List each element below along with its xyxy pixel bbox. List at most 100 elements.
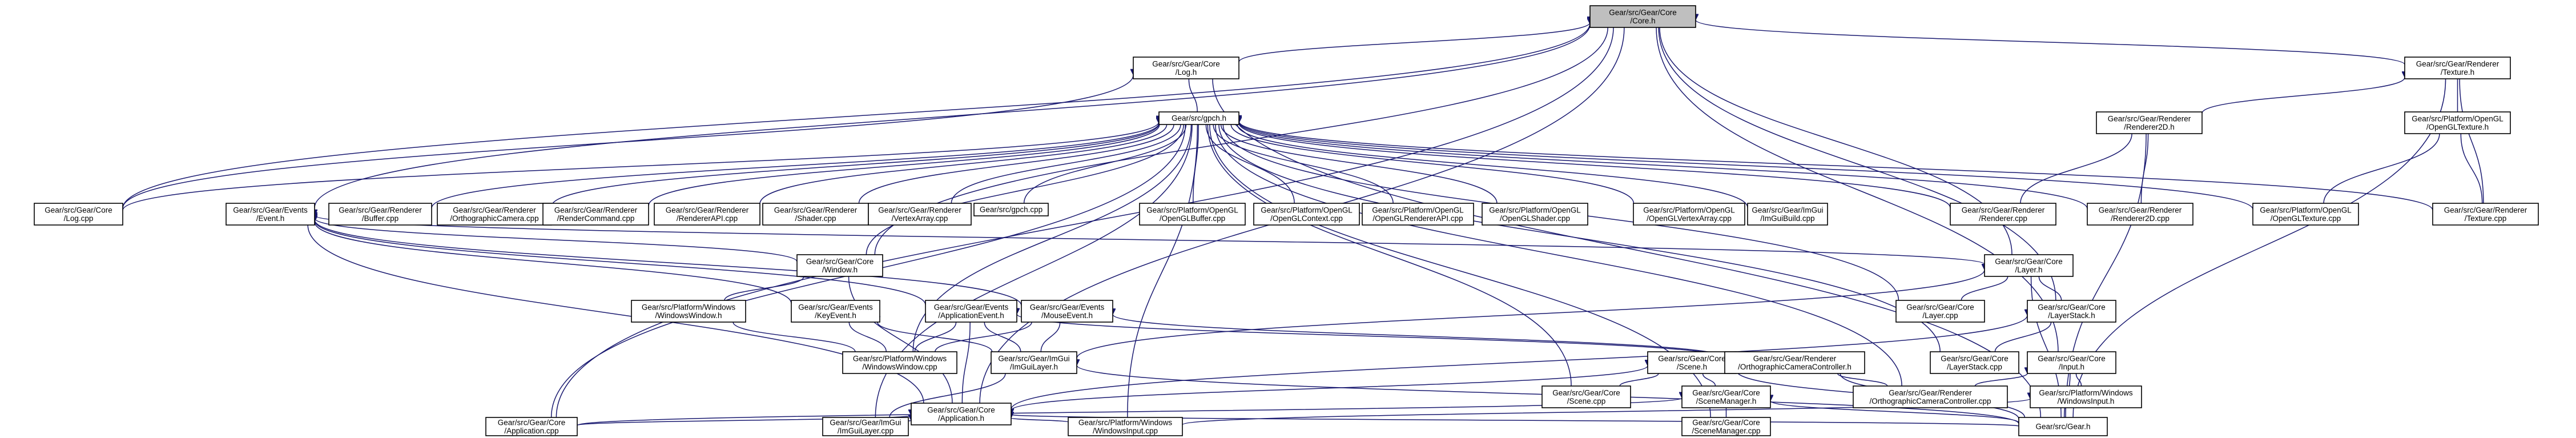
- node-box-window_h[interactable]: [796, 254, 883, 277]
- node-orthocamctrl_h[interactable]: Gear/src/Gear/Renderer/OrthographicCamer…: [1724, 351, 1865, 374]
- node-mouseevent_h[interactable]: Gear/src/Gear/Events/MouseEvent.h: [1021, 300, 1113, 323]
- edge-log_h-to-gpch: [1189, 79, 1198, 112]
- node-imguibuild_cpp[interactable]: Gear/src/Gear/ImGui/ImGuiBuild.cpp: [1747, 203, 1828, 226]
- node-renderer2d_h[interactable]: Gear/src/Gear/Renderer/Renderer2D.h: [2096, 111, 2203, 134]
- node-scene_cpp[interactable]: Gear/src/Gear/Core/Scene.cpp: [1541, 385, 1631, 408]
- node-box-oglshader_cpp[interactable]: [1482, 203, 1588, 226]
- node-layerstack_cpp[interactable]: Gear/src/Gear/Core/LayerStack.cpp: [1930, 351, 2019, 374]
- node-scenemgr_cpp[interactable]: Gear/src/Gear/Core/SceneManager.cpp: [1681, 417, 1771, 436]
- node-box-wininput_cpp[interactable]: [1068, 417, 1183, 436]
- node-layer_h[interactable]: Gear/src/Gear/Core/Layer.h: [1984, 254, 2074, 277]
- node-orthocam_cpp[interactable]: Gear/src/Gear/Renderer/OrthographicCamer…: [437, 203, 552, 226]
- node-layerstack_h[interactable]: Gear/src/Gear/Core/LayerStack.h: [2027, 300, 2116, 323]
- node-box-opengltexture_cpp[interactable]: [2252, 203, 2359, 226]
- node-gpch_cpp[interactable]: Gear/src/gpch.cpp: [973, 203, 1049, 216]
- node-gpch[interactable]: Gear/src/gpch.h: [1158, 111, 1239, 125]
- node-event_h[interactable]: Gear/src/Gear/Events/Event.h: [226, 203, 315, 226]
- node-buffer_cpp[interactable]: Gear/src/Gear/Renderer/Buffer.cpp: [328, 203, 432, 226]
- node-box-winwindow_cpp[interactable]: [842, 351, 957, 374]
- node-box-log_cpp[interactable]: [34, 203, 123, 226]
- node-box-buffer_cpp[interactable]: [328, 203, 432, 226]
- node-winwindow_cpp[interactable]: Gear/src/Platform/Windows/WindowsWindow.…: [842, 351, 957, 374]
- node-box-scenemgr_h[interactable]: [1681, 385, 1771, 408]
- node-texture_h[interactable]: Gear/src/Gear/Renderer/Texture.h: [2404, 57, 2511, 79]
- node-layer_cpp[interactable]: Gear/src/Gear/Core/Layer.cpp: [1895, 300, 1985, 323]
- node-oglrendererapi_cpp[interactable]: Gear/src/Platform/OpenGL/OpenGLRendererA…: [1362, 203, 1474, 226]
- node-scene_h[interactable]: Gear/src/Gear/Core/Scene.h: [1647, 351, 1737, 374]
- node-box-oglcontext_cpp[interactable]: [1253, 203, 1360, 226]
- node-wininput_cpp[interactable]: Gear/src/Platform/Windows/WindowsInput.c…: [1068, 417, 1183, 436]
- node-box-layerstack_cpp[interactable]: [1930, 351, 2019, 374]
- node-appevent_h[interactable]: Gear/src/Gear/Events/ApplicationEvent.h: [925, 300, 1017, 323]
- node-box-imguilayer_cpp[interactable]: [822, 417, 909, 436]
- node-label-orthocamctrl_h-0: Gear/src/Gear/Renderer: [1753, 354, 1837, 363]
- node-renderer2d_cpp[interactable]: Gear/src/Gear/Renderer/Renderer2D.cpp: [2087, 203, 2193, 226]
- node-application_h[interactable]: Gear/src/Gear/Core/Application.h: [911, 403, 1012, 425]
- node-box-event_h[interactable]: [226, 203, 315, 226]
- node-box-renderer_cpp[interactable]: [1950, 203, 2056, 226]
- node-winwindow_h[interactable]: Gear/src/Platform/Windows/WindowsWindow.…: [631, 300, 746, 323]
- node-box-oglrendererapi_cpp[interactable]: [1362, 203, 1474, 226]
- node-box-opengltexture_h[interactable]: [2404, 111, 2511, 134]
- node-box-core[interactable]: [1589, 5, 1696, 28]
- node-box-scene_h[interactable]: [1647, 351, 1737, 374]
- node-box-imguilayer_h[interactable]: [991, 351, 1077, 374]
- node-box-orthocam_cpp[interactable]: [437, 203, 552, 226]
- node-wininput_h[interactable]: Gear/src/Platform/Windows/WindowsInput.h: [2030, 385, 2142, 408]
- node-box-layer_h[interactable]: [1984, 254, 2074, 277]
- node-box-appevent_h[interactable]: [925, 300, 1017, 323]
- node-box-wininput_h[interactable]: [2030, 385, 2142, 408]
- node-box-layerstack_h[interactable]: [2027, 300, 2116, 323]
- node-vertexarray_cpp[interactable]: Gear/src/Gear/Renderer/VertexArray.cpp: [868, 203, 972, 226]
- node-opengltexture_h[interactable]: Gear/src/Platform/OpenGL/OpenGLTexture.h: [2404, 111, 2511, 134]
- node-box-oglvertexarray_cpp[interactable]: [1633, 203, 1745, 226]
- node-application_cpp[interactable]: Gear/src/Gear/Core/Application.cpp: [485, 417, 578, 436]
- node-oglvertexarray_cpp[interactable]: Gear/src/Platform/OpenGL/OpenGLVertexArr…: [1633, 203, 1745, 226]
- node-box-renderer2d_cpp[interactable]: [2087, 203, 2193, 226]
- node-oglcontext_cpp[interactable]: Gear/src/Platform/OpenGL/OpenGLContext.c…: [1253, 203, 1360, 226]
- node-box-keyevent_h[interactable]: [791, 300, 880, 323]
- node-box-application_cpp[interactable]: [485, 417, 578, 436]
- node-shader_cpp[interactable]: Gear/src/Gear/Renderer/Shader.cpp: [762, 203, 869, 226]
- node-opengltexture_cpp[interactable]: Gear/src/Platform/OpenGL/OpenGLTexture.c…: [2252, 203, 2359, 226]
- node-box-renderer2d_h[interactable]: [2096, 111, 2203, 134]
- node-box-texture_cpp[interactable]: [2432, 203, 2539, 226]
- node-box-texture_h[interactable]: [2404, 57, 2511, 79]
- node-box-scenemgr_cpp[interactable]: [1681, 417, 1771, 436]
- node-log_h[interactable]: Gear/src/Gear/Core/Log.h: [1133, 57, 1239, 79]
- node-box-gpch_cpp[interactable]: [973, 203, 1049, 216]
- node-box-application_h[interactable]: [911, 403, 1012, 425]
- node-imguilayer_h[interactable]: Gear/src/Gear/ImGui/ImGuiLayer.h: [991, 351, 1077, 374]
- node-orthocamctrl_cpp[interactable]: Gear/src/Gear/Renderer/OrthographicCamer…: [1853, 385, 2008, 408]
- node-box-rendererapi_cpp[interactable]: [654, 203, 760, 226]
- node-box-gpch[interactable]: [1158, 111, 1239, 125]
- node-rendererapi_cpp[interactable]: Gear/src/Gear/Renderer/RendererAPI.cpp: [654, 203, 760, 226]
- node-box-mouseevent_h[interactable]: [1021, 300, 1113, 323]
- node-log_cpp[interactable]: Gear/src/Gear/Core/Log.cpp: [34, 203, 123, 226]
- node-imguilayer_cpp[interactable]: Gear/src/Gear/ImGui/ImGuiLayer.cpp: [822, 417, 909, 436]
- node-box-rendercmd_cpp[interactable]: [542, 203, 649, 226]
- node-gear_h[interactable]: Gear/src/Gear.h: [2018, 417, 2108, 436]
- node-box-imguibuild_cpp[interactable]: [1747, 203, 1828, 226]
- node-rendercmd_cpp[interactable]: Gear/src/Gear/Renderer/RenderCommand.cpp: [542, 203, 649, 226]
- node-window_h[interactable]: Gear/src/Gear/Core/Window.h: [796, 254, 883, 277]
- node-box-scene_cpp[interactable]: [1541, 385, 1631, 408]
- node-scenemgr_h[interactable]: Gear/src/Gear/Core/SceneManager.h: [1681, 385, 1771, 408]
- node-oglbuffer_cpp[interactable]: Gear/src/Platform/OpenGL/OpenGLBuffer.cp…: [1139, 203, 1246, 226]
- node-keyevent_h[interactable]: Gear/src/Gear/Events/KeyEvent.h: [791, 300, 880, 323]
- node-oglshader_cpp[interactable]: Gear/src/Platform/OpenGL/OpenGLShader.cp…: [1482, 203, 1588, 226]
- node-input_h[interactable]: Gear/src/Gear/Core/Input.h: [2027, 351, 2116, 374]
- node-box-winwindow_h[interactable]: [631, 300, 746, 323]
- node-box-layer_cpp[interactable]: [1895, 300, 1985, 323]
- node-box-oglbuffer_cpp[interactable]: [1139, 203, 1246, 226]
- node-box-vertexarray_cpp[interactable]: [868, 203, 972, 226]
- node-core[interactable]: Gear/src/Gear/Core/Core.h: [1589, 5, 1696, 28]
- node-label-appevent_h-0: Gear/src/Gear/Events: [934, 303, 1009, 311]
- node-box-log_h[interactable]: [1133, 57, 1239, 79]
- node-box-input_h[interactable]: [2027, 351, 2116, 374]
- node-box-gear_h[interactable]: [2018, 417, 2108, 436]
- node-box-orthocamctrl_h[interactable]: [1724, 351, 1865, 374]
- node-box-orthocamctrl_cpp[interactable]: [1853, 385, 2008, 408]
- node-texture_cpp[interactable]: Gear/src/Gear/Renderer/Texture.cpp: [2432, 203, 2539, 226]
- node-renderer_cpp[interactable]: Gear/src/Gear/Renderer/Renderer.cpp: [1950, 203, 2056, 226]
